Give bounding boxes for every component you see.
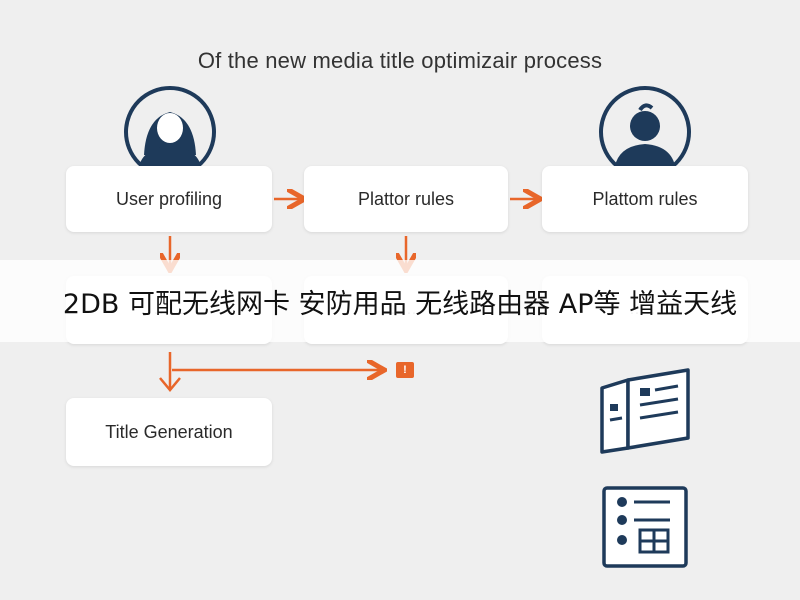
box-plattom-rules-label: Plattom rules [592, 188, 698, 209]
document-pages-icon [600, 368, 690, 454]
box-user-profiling-label: User profiling [115, 188, 223, 209]
box-title-generation: Title Generation [66, 398, 272, 466]
box-plattom-rules: Plattom rules [542, 166, 748, 232]
user-male-icon [599, 86, 691, 178]
arrow-loop-to-title [168, 352, 382, 370]
box-plattor-rules-label: Plattor rules [357, 188, 455, 209]
diagram-title: Of the new media title optimizair proces… [197, 48, 603, 73]
watermark-banner: 2DB 可配无线网卡 安防用品 无线路由器 AP等 增益天线 [0, 260, 800, 342]
box-title-generation-label: Title Generation [105, 421, 233, 442]
watermark-text: 2DB 可配无线网卡 安防用品 无线路由器 AP等 增益天线 [62, 288, 738, 320]
badge-label: ! [403, 364, 407, 376]
badge-box [396, 362, 414, 378]
arrow-tip-title [159, 377, 181, 392]
box-user-profiling: User profiling [66, 166, 272, 232]
checklist-form-icon [602, 486, 688, 568]
user-female-icon [124, 86, 216, 178]
box-plattor-rules: Plattor rules [304, 166, 508, 232]
